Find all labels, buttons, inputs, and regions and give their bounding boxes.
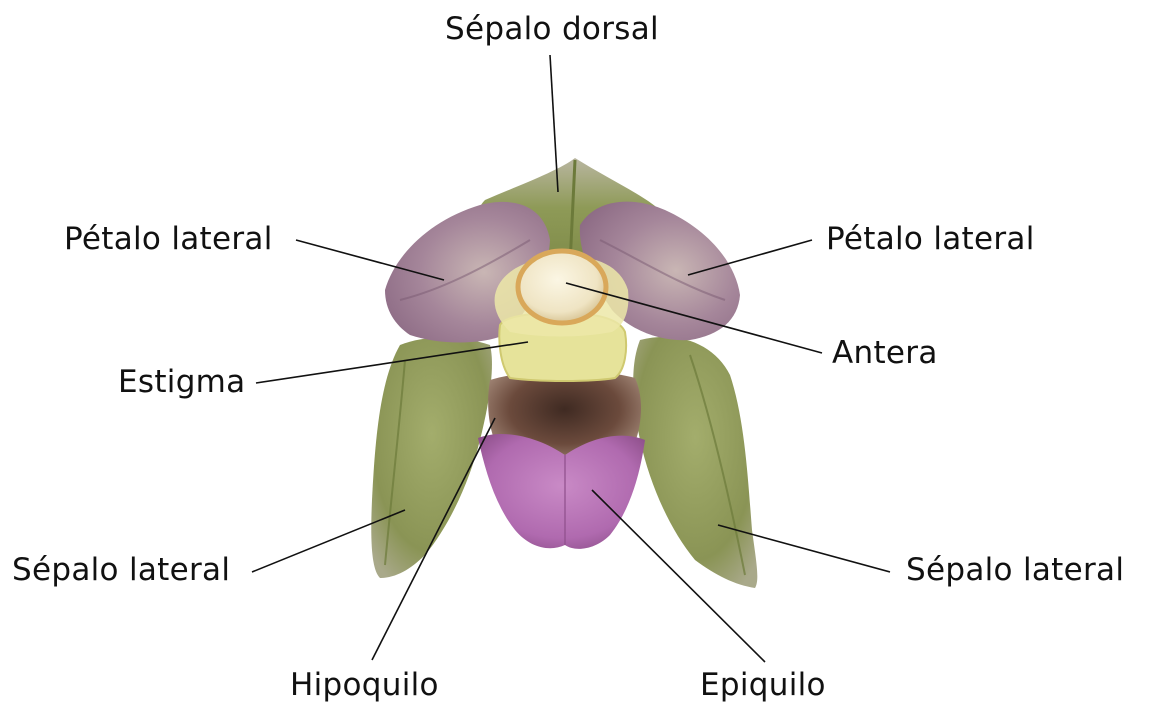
label-sepalo-lateral-right: Sépalo lateral bbox=[906, 555, 1124, 586]
label-antera: Antera bbox=[832, 338, 938, 369]
anther-shape bbox=[518, 251, 606, 323]
label-sepalo-dorsal: Sépalo dorsal bbox=[445, 14, 659, 45]
label-petalo-lateral-right: Pétalo lateral bbox=[826, 224, 1035, 255]
label-hipoquilo: Hipoquilo bbox=[290, 670, 439, 701]
label-epiquilo: Epiquilo bbox=[700, 670, 826, 701]
label-petalo-lateral-left: Pétalo lateral bbox=[64, 224, 273, 255]
label-estigma: Estigma bbox=[118, 367, 245, 398]
label-sepalo-lateral-left: Sépalo lateral bbox=[12, 555, 230, 586]
